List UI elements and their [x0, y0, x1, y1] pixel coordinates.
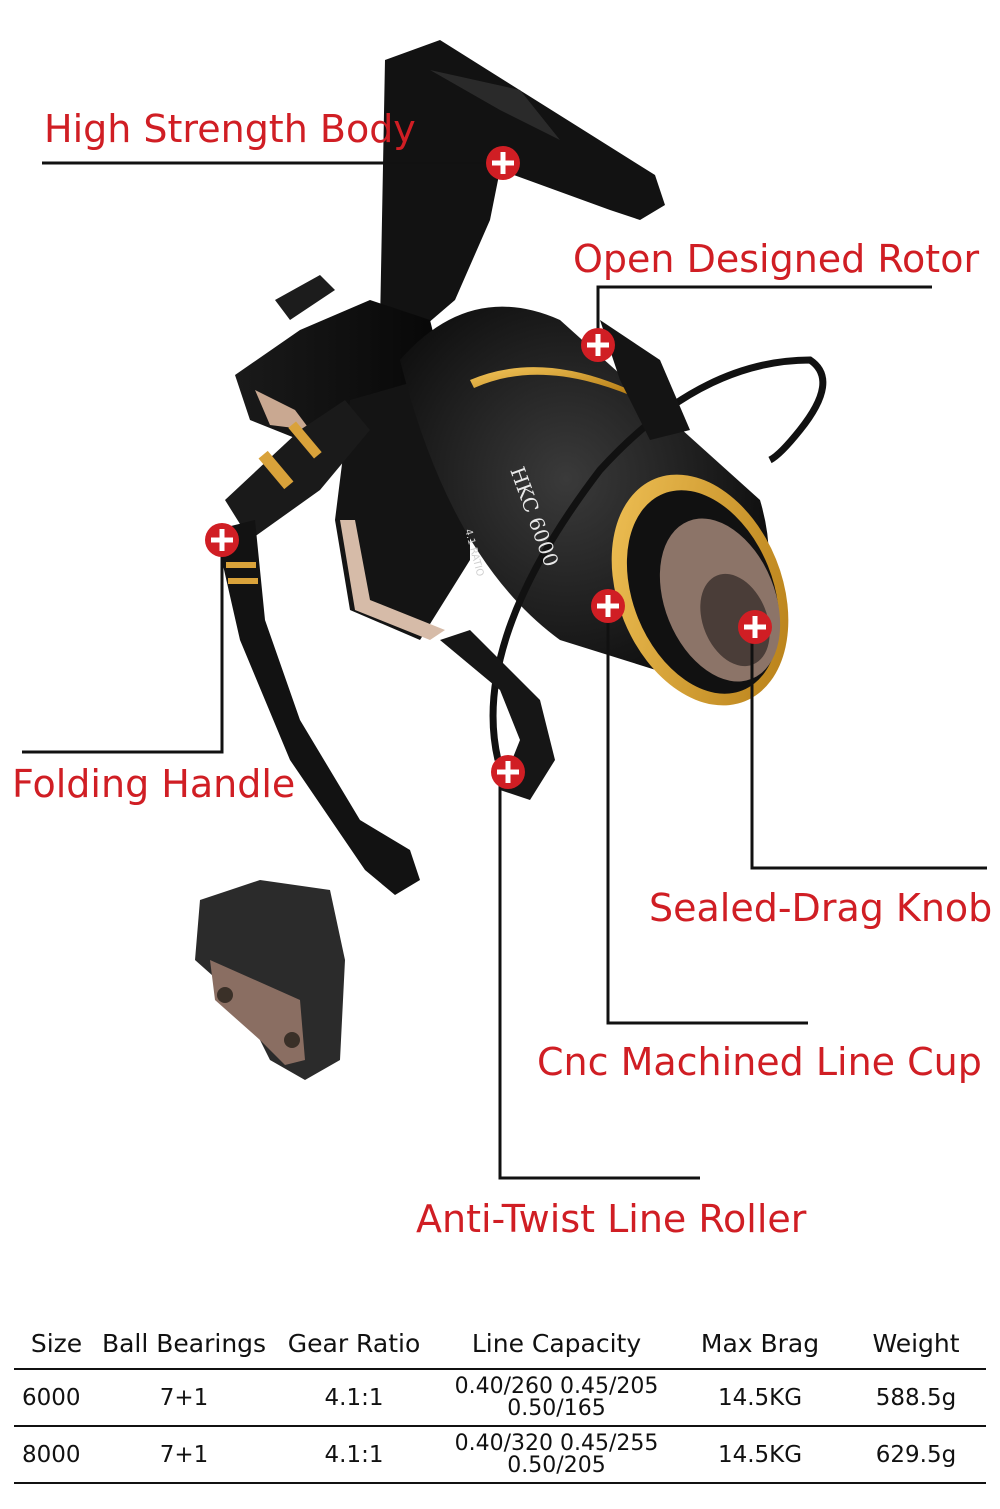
- header-weight: Weight: [846, 1318, 986, 1370]
- table-row: 6000 7+1 4.1:1 0.40/260 0.45/205 0.50/16…: [14, 1369, 986, 1427]
- specs-table: Size Ball Bearings Gear Ratio Line Capac…: [14, 1318, 986, 1484]
- cell-weight: 629.5g: [846, 1426, 986, 1484]
- marker-anti-twist-line-roller: [491, 755, 525, 789]
- spool: [400, 306, 789, 706]
- cell-size: 6000: [14, 1369, 99, 1427]
- folding-handle-image: [195, 400, 420, 1080]
- cell-ball-bearings: 7+1: [99, 1426, 269, 1484]
- callout-folding-handle: Folding Handle: [12, 762, 296, 806]
- marker-high-strength-body: [486, 146, 520, 180]
- header-size: Size: [14, 1318, 99, 1370]
- leader-sealed-drag-knob: [750, 627, 987, 870]
- header-gear-ratio: Gear Ratio: [269, 1318, 439, 1370]
- specs-header-row: Size Ball Bearings Gear Ratio Line Capac…: [14, 1318, 986, 1370]
- line-capacity-line-1: 0.40/260 0.45/205: [454, 1373, 659, 1399]
- leader-open-designed-rotor: [596, 285, 932, 342]
- cell-line-capacity: 0.40/320 0.45/255 0.50/205: [439, 1426, 674, 1484]
- callout-anti-twist-line-roller: Anti-Twist Line Roller: [416, 1197, 807, 1241]
- header-ball-bearings: Ball Bearings: [99, 1318, 269, 1370]
- cell-max-brag: 14.5KG: [674, 1369, 846, 1427]
- header-line-capacity: Line Capacity: [439, 1318, 674, 1370]
- header-max-brag: Max Brag: [674, 1318, 846, 1370]
- callout-cnc-machined-line-cup: Cnc Machined Line Cup: [537, 1040, 982, 1084]
- leader-folding-handle: [22, 540, 224, 754]
- cell-gear-ratio: 4.1:1: [269, 1369, 439, 1427]
- markers: [205, 146, 772, 789]
- callout-open-designed-rotor: Open Designed Rotor: [573, 237, 980, 281]
- leader-lines: [22, 161, 987, 1180]
- cell-ball-bearings: 7+1: [99, 1369, 269, 1427]
- callout-sealed-drag-knob: Sealed-Drag Knob: [649, 886, 993, 930]
- cell-weight: 588.5g: [846, 1369, 986, 1427]
- table-row: 8000 7+1 4.1:1 0.40/320 0.45/255 0.50/20…: [14, 1426, 986, 1484]
- marker-cnc-machined-line-cup: [591, 589, 625, 623]
- line-capacity-line-2: 0.50/165: [507, 1395, 606, 1421]
- cell-size: 8000: [14, 1426, 99, 1484]
- line-capacity-line-2: 0.50/205: [507, 1452, 606, 1478]
- cell-max-brag: 14.5KG: [674, 1426, 846, 1484]
- marker-open-designed-rotor: [581, 328, 615, 362]
- marker-sealed-drag-knob: [738, 610, 772, 644]
- bail-wire: [489, 356, 827, 761]
- cell-gear-ratio: 4.1:1: [269, 1426, 439, 1484]
- leader-anti-twist-line-roller: [498, 772, 700, 1180]
- rotor: [440, 320, 690, 800]
- leader-cnc-machined-line-cup: [606, 606, 808, 1025]
- line-capacity-line-1: 0.40/320 0.45/255: [454, 1430, 659, 1456]
- reel-foot: [380, 40, 665, 330]
- cell-line-capacity: 0.40/260 0.45/205 0.50/165: [439, 1369, 674, 1427]
- marker-folding-handle: [205, 523, 239, 557]
- callout-high-strength-body: High Strength Body: [44, 107, 416, 151]
